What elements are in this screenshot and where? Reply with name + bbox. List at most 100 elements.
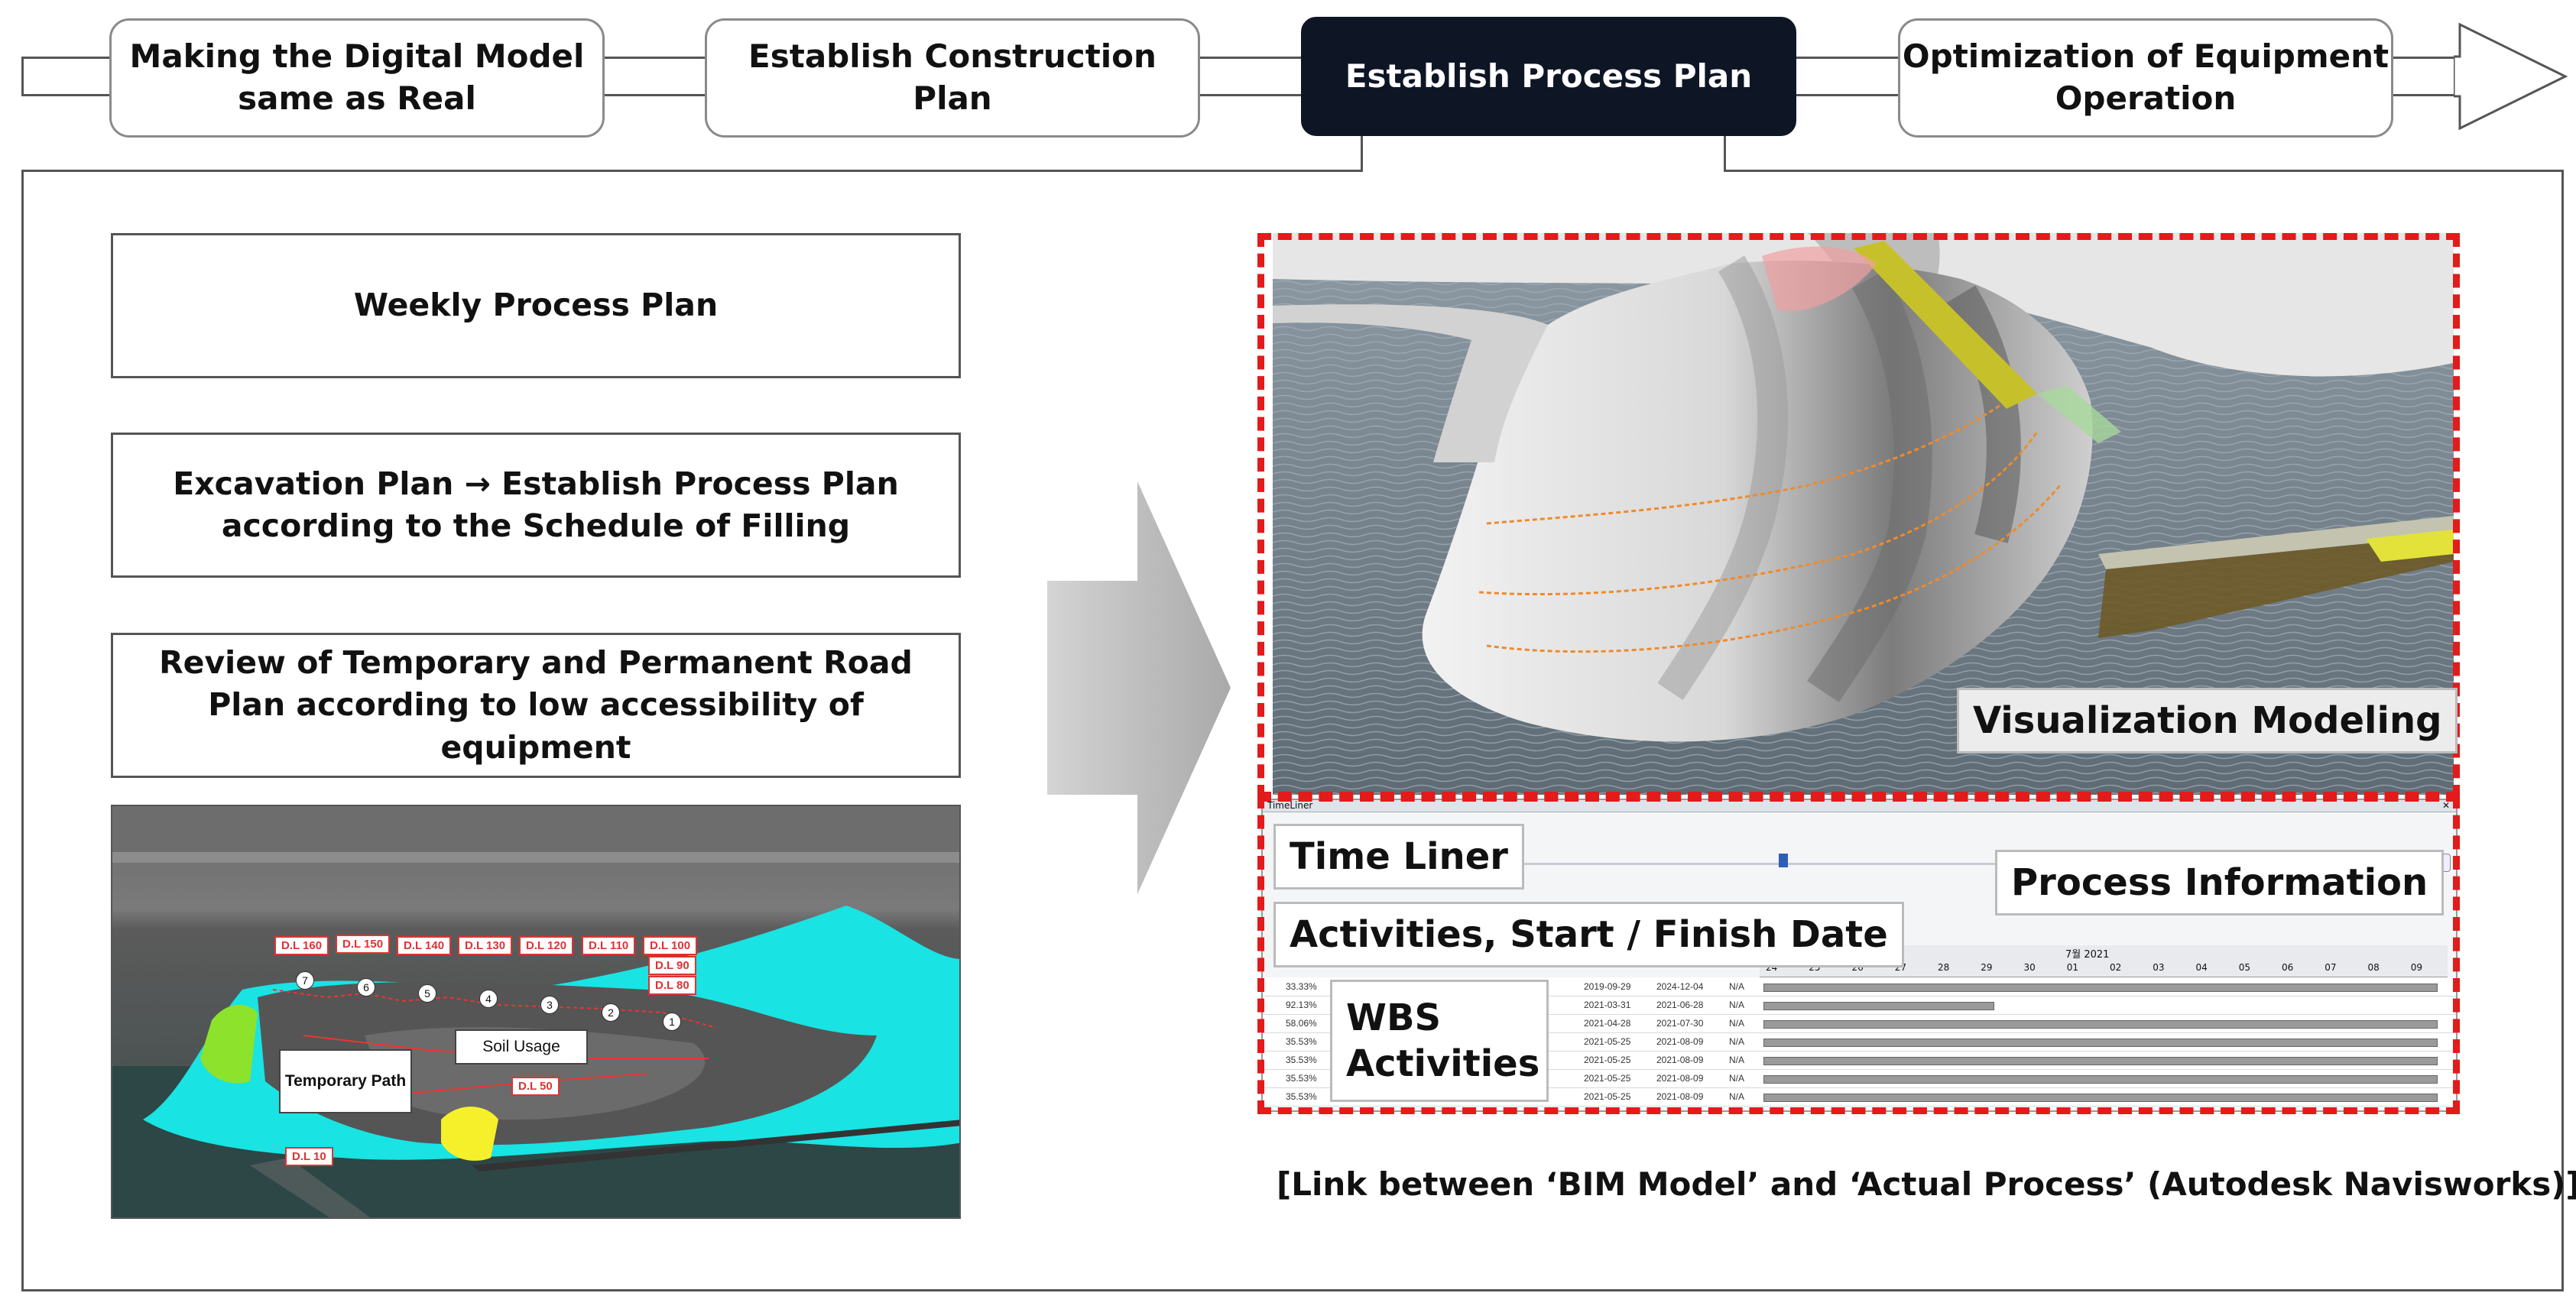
gantt-day-tick: 09 [2410, 962, 2423, 973]
marker-circle: 7 [296, 971, 314, 990]
step-digital-model: Making the Digital Model same as Real [109, 18, 605, 138]
activity-cell-na: N/A [1729, 1055, 1745, 1065]
gantt-day-tick: 30 [2023, 962, 2036, 973]
excavation-plan-box: Excavation Plan → Establish Process Plan… [111, 433, 961, 578]
activity-cell-start: 2021-05-25 [1584, 1091, 1631, 1102]
dl-label: D.L 90 [648, 956, 696, 975]
dl-label: D.L 10 [285, 1147, 333, 1166]
activity-cell-start: 2019-09-29 [1584, 981, 1631, 992]
step-label: Optimization of Equipment Operation [1902, 37, 2389, 117]
activity-cell-pct: 92.13% [1286, 1000, 1317, 1010]
gantt-bar[interactable] [1763, 1039, 2438, 1047]
dl-label: D.L 160 [274, 936, 329, 955]
activity-cell-start: 2021-03-31 [1584, 1000, 1631, 1010]
marker-circle: 5 [418, 984, 436, 1003]
activity-cell-end: 2021-07-30 [1656, 1018, 1704, 1029]
visualization-modeling-label: Visualization Modeling [1957, 688, 2458, 753]
timeline-slider-handle[interactable] [1779, 854, 1788, 867]
activities-dates-label: Activities, Start / Finish Date [1273, 902, 1904, 967]
tab-gap [1363, 167, 1724, 173]
activity-cell-pct: 33.33% [1286, 981, 1317, 992]
gantt-day-tick: 28 [1938, 962, 1950, 973]
terrain-model-image: D.L 160 D.L 150 D.L 140 D.L 130 D.L 120 … [111, 805, 961, 1219]
activity-cell-pct: 35.53% [1286, 1036, 1317, 1047]
activity-cell-na: N/A [1729, 1018, 1745, 1029]
box-text: Review of Temporary and Permanent Road P… [159, 643, 913, 766]
activity-cell-end: 2021-08-09 [1656, 1073, 1704, 1084]
callout-text: Visualization Modeling [1973, 699, 2442, 742]
gantt-day-tick: 04 [2195, 962, 2208, 973]
marker-circle: 2 [602, 1003, 620, 1022]
gantt-day-tick: 03 [2153, 962, 2165, 973]
soil-usage-label: Soil Usage [455, 1029, 588, 1065]
dl-label: D.L 80 [648, 976, 696, 995]
timeliner-title: TimeLiner [1267, 800, 1313, 811]
gantt-bar[interactable] [1763, 1094, 2438, 1102]
activity-cell-na: N/A [1729, 981, 1745, 992]
dl-label: D.L 130 [458, 936, 513, 955]
callout-text: Process Information [2011, 861, 2428, 904]
step-label: Establish Construction Plan [748, 37, 1157, 117]
active-step-connector [1361, 128, 1726, 174]
activity-row[interactable]: 35.53% 2021-05-25 2021-08-09 N/A [1263, 1032, 2456, 1052]
dl-label: D.L 100 [643, 936, 698, 955]
timeliner-titlebar: TimeLiner ✕ [1263, 800, 2456, 812]
step-equipment-optimization: Optimization of Equipment Operation [1898, 18, 2393, 138]
gantt-bar[interactable] [1763, 984, 2438, 992]
marker-circle: 1 [663, 1013, 681, 1031]
activity-cell-end: 2021-08-09 [1656, 1091, 1704, 1102]
temporary-path-label: Temporary Path [279, 1049, 412, 1113]
activity-row[interactable]: 92.13% 2021-03-31 2021-06-28 N/A [1263, 996, 2456, 1015]
gantt-day-tick: 29 [1981, 962, 1993, 973]
timeliner-highlight-frame [1257, 795, 2460, 1114]
activity-cell-end: 2024-12-04 [1656, 981, 1704, 992]
activity-cell-na: N/A [1729, 1000, 1745, 1010]
activity-row[interactable]: 35.53% 2021-05-25 2021-08-09 N/A [1263, 1069, 2456, 1088]
step-construction-plan: Establish Construction Plan [705, 18, 1200, 138]
callout-text: Activities, Start / Finish Date [1290, 913, 1888, 956]
activity-cell-end: 2021-08-09 [1656, 1036, 1704, 1047]
activity-cell-na: N/A [1729, 1036, 1745, 1047]
gantt-bar[interactable] [1763, 1020, 2438, 1029]
box-text: Excavation Plan → Establish Process Plan… [173, 465, 899, 544]
activity-cell-end: 2021-06-28 [1656, 1000, 1704, 1010]
weekly-plan-box: Weekly Process Plan [111, 233, 961, 378]
gantt-day-tick: 06 [2282, 962, 2294, 973]
dl-label: D.L 120 [519, 936, 574, 955]
gantt-month: 7월 2021 [2065, 949, 2110, 961]
dl-label: D.L 140 [397, 936, 452, 955]
activity-cell-end: 2021-08-09 [1656, 1055, 1704, 1065]
marker-circle: 3 [540, 996, 559, 1014]
callout-text: Time Liner [1290, 835, 1508, 878]
wbs-activities-label: WBS Activities [1330, 980, 1549, 1102]
activity-cell-na: N/A [1729, 1073, 1745, 1084]
activity-cell-pct: 35.53% [1286, 1073, 1317, 1084]
gantt-day-tick: 02 [2110, 962, 2122, 973]
close-icon[interactable]: ✕ [2441, 800, 2450, 811]
activity-row[interactable]: 33.33% 2019-09-29 2024-12-04 N/A [1263, 977, 2456, 997]
step-label: Making the Digital Model same as Real [129, 37, 585, 117]
gantt-bar[interactable] [1763, 1075, 2438, 1084]
transition-arrow [1047, 481, 1231, 894]
activity-cell-pct: 58.06% [1286, 1018, 1317, 1029]
callout-text: WBS Activities [1346, 997, 1540, 1085]
activity-cell-pct: 35.53% [1286, 1091, 1317, 1102]
gantt-day-tick: 01 [2066, 962, 2079, 973]
dl-label: D.L 150 [336, 935, 391, 954]
gantt-bar[interactable] [1763, 1057, 2438, 1065]
marker-circle: 4 [479, 990, 498, 1008]
activity-cell-pct: 35.53% [1286, 1055, 1317, 1065]
figure-caption: [Link between ‘BIM Model’ and ‘Actual Pr… [1277, 1165, 2576, 1203]
process-information-label: Process Information [1995, 850, 2445, 915]
dl-label: D.L 110 [582, 936, 636, 955]
timeline-slider-track[interactable] [1523, 863, 2325, 865]
activity-cell-start: 2021-05-25 [1584, 1036, 1631, 1047]
step-label: Establish Process Plan [1345, 57, 1753, 95]
activity-cell-start: 2021-05-25 [1584, 1073, 1631, 1084]
gantt-day-tick: 08 [2367, 962, 2380, 973]
road-plan-box: Review of Temporary and Permanent Road P… [111, 633, 961, 778]
gantt-bar[interactable] [1763, 1002, 1994, 1010]
